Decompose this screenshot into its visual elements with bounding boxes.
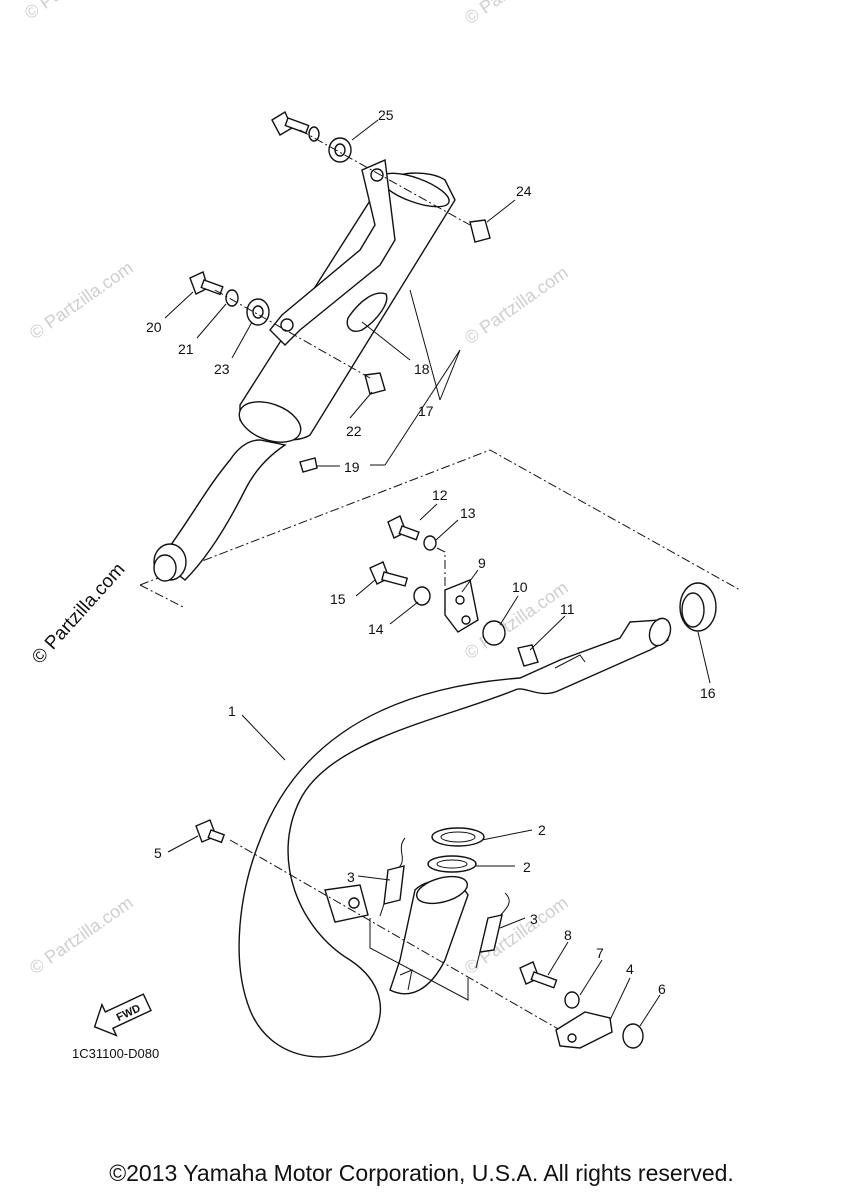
watermark: © Partzilla.com — [26, 257, 137, 343]
callout-13: 13 — [460, 505, 476, 521]
silencer-hardware — [189, 110, 491, 395]
watermark: © Partzilla.com — [21, 0, 132, 23]
assembly-boundary — [139, 449, 741, 609]
callout-6: 6 — [658, 981, 666, 997]
watermark: © Partzilla.com — [26, 892, 137, 978]
callout-10: 10 — [512, 579, 528, 595]
springs — [369, 837, 510, 1001]
callout-7: 7 — [596, 945, 604, 961]
bracket-hardware — [369, 515, 539, 667]
callout-12: 12 — [432, 487, 448, 503]
callout-4: 4 — [626, 961, 634, 977]
callouts: 1 2 2 3 3 4 5 6 7 8 9 10 11 12 13 14 15 … — [146, 107, 716, 997]
callout-19: 19 — [344, 459, 360, 475]
callout-15: 15 — [330, 591, 346, 607]
callout-14: 14 — [368, 621, 384, 637]
watermark: © Partzilla.com — [461, 0, 572, 28]
mount-hardware — [195, 819, 644, 1049]
leader-lines — [164, 119, 711, 1027]
exhaust-pipe — [238, 617, 672, 1058]
callout-21: 21 — [178, 341, 194, 357]
diagram-code: 1C31100-D080 — [72, 1046, 159, 1061]
joint-seal — [679, 582, 717, 632]
callout-22: 22 — [346, 423, 362, 439]
callout-17: 17 — [418, 403, 434, 419]
callout-18: 18 — [414, 361, 430, 377]
callout-9: 9 — [478, 555, 486, 571]
callout-2: 2 — [538, 822, 546, 838]
fwd-arrow: FWD — [93, 993, 152, 1037]
callout-5: 5 — [154, 845, 162, 861]
watermark: © Partzilla.com — [461, 892, 572, 978]
callout-24: 24 — [516, 183, 532, 199]
copyright-notice: ©2013 Yamaha Motor Corporation, U.S.A. A… — [109, 1160, 734, 1186]
watermark: © Partzilla.com — [461, 262, 572, 348]
callout-25: 25 — [378, 107, 394, 123]
watermark-dark: © Partzilla.com — [28, 559, 129, 668]
silencer — [153, 158, 456, 582]
callout-3: 3 — [347, 869, 355, 885]
callout-8: 8 — [564, 927, 572, 943]
callout-16: 16 — [700, 685, 716, 701]
callout-20: 20 — [146, 319, 162, 335]
gaskets — [427, 827, 485, 873]
callout-23: 23 — [214, 361, 230, 377]
callout-11: 11 — [560, 601, 575, 617]
callout-3: 3 — [530, 911, 538, 927]
callout-1: 1 — [228, 703, 236, 719]
watermarks: © Partzilla.com © Partzilla.com © Partzi… — [21, 0, 572, 978]
callout-2: 2 — [523, 859, 531, 875]
